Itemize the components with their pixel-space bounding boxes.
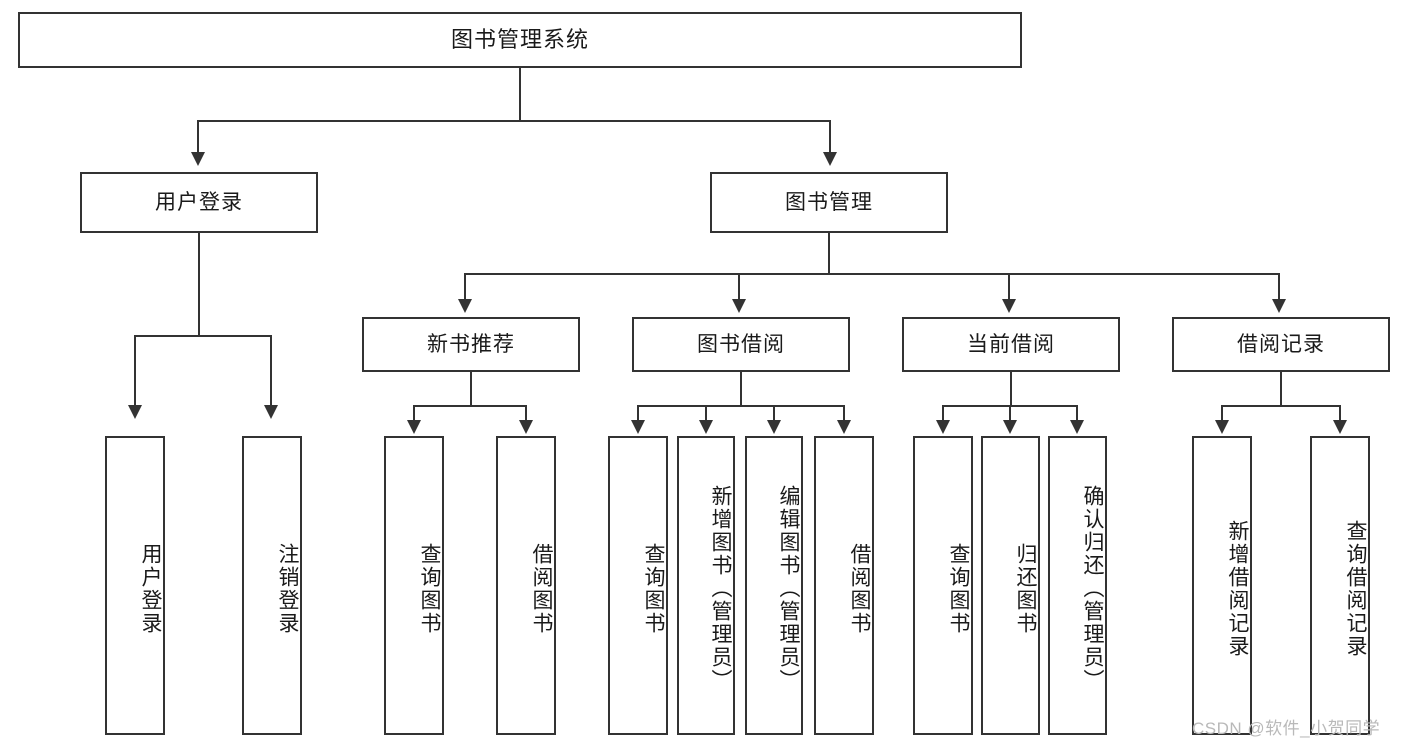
connector-book-borrow-stem: [740, 372, 742, 405]
connector-borrow-record-stem: [1280, 372, 1282, 405]
arrow-nbr-leaf-2: [519, 420, 533, 434]
node-label: 新增借阅记录: [1226, 519, 1249, 658]
node-label: 借阅记录: [1237, 332, 1325, 356]
connector-nbr-leaf-1: [413, 405, 415, 422]
connector-book-borrow-bus: [637, 405, 845, 407]
node-book-management[interactable]: 图书管理: [710, 172, 948, 233]
node-label: 查询借阅记录: [1344, 519, 1367, 658]
node-label: 图书借阅: [697, 332, 785, 356]
connector-user-login-stem: [198, 233, 200, 335]
node-label: 新书推荐: [427, 332, 515, 356]
leaf-bb-query-book[interactable]: 查询图书: [608, 436, 668, 735]
arrow-nbr-leaf-1: [407, 420, 421, 434]
arrow-br-leaf-2: [1333, 420, 1347, 434]
node-label: 图书管理系统: [450, 26, 589, 52]
connector-root-bus: [197, 120, 831, 122]
node-label: 新增图书（管理员）: [709, 485, 732, 692]
node-label: 用户登录: [155, 190, 243, 214]
connector-to-user-login: [197, 120, 199, 154]
arrow-br-leaf-1: [1215, 420, 1229, 434]
leaf-br-query-record[interactable]: 查询借阅记录: [1310, 436, 1370, 735]
connector-to-borrow-record: [1278, 273, 1280, 301]
arrow-user-login-leaf-2: [264, 405, 278, 419]
leaf-cb-confirm-return-admin[interactable]: 确认归还（管理员）: [1048, 436, 1107, 735]
connector-borrow-record-bus: [1221, 405, 1339, 407]
node-label: 当前借阅: [967, 332, 1055, 356]
connector-new-book-recommend-stem: [470, 372, 472, 405]
connector-book-management-stem: [828, 233, 830, 273]
arrow-bb-leaf-3: [767, 420, 781, 434]
leaf-nbr-borrow-book[interactable]: 借阅图书: [496, 436, 556, 735]
arrow-bb-leaf-2: [699, 420, 713, 434]
node-book-borrow[interactable]: 图书借阅: [632, 317, 850, 372]
node-label: 编辑图书（管理员）: [777, 485, 800, 692]
arrow-bb-leaf-4: [837, 420, 851, 434]
node-label: 确认归还（管理员）: [1081, 485, 1104, 692]
node-label: 注销登录: [276, 542, 299, 635]
leaf-cb-query-book[interactable]: 查询图书: [913, 436, 973, 735]
arrow-to-book-management: [823, 152, 837, 166]
connector-to-book-borrow: [738, 273, 740, 301]
connector-to-new-book-recommend: [464, 273, 466, 301]
leaf-bb-edit-book-admin[interactable]: 编辑图书（管理员）: [745, 436, 803, 735]
connector-to-book-management: [829, 120, 831, 154]
arrow-to-current-borrow: [1002, 299, 1016, 313]
node-borrow-record[interactable]: 借阅记录: [1172, 317, 1390, 372]
arrow-cb-leaf-1: [936, 420, 950, 434]
node-root-book-management-system[interactable]: 图书管理系统: [18, 12, 1022, 68]
connector-root-stem: [519, 68, 521, 120]
arrow-to-book-borrow: [732, 299, 746, 313]
connector-br-leaf-2: [1339, 405, 1341, 422]
leaf-user-login[interactable]: 用户登录: [105, 436, 165, 735]
arrow-to-user-login: [191, 152, 205, 166]
node-label: 图书管理: [785, 190, 873, 214]
connector-user-login-leaf-1: [134, 335, 136, 407]
connector-bb-leaf-1: [637, 405, 639, 422]
connector-br-leaf-1: [1221, 405, 1223, 422]
node-new-book-recommend[interactable]: 新书推荐: [362, 317, 580, 372]
node-label: 借阅图书: [848, 542, 871, 635]
connector-current-borrow-stem: [1010, 372, 1012, 405]
connector-bb-leaf-2: [705, 405, 707, 422]
connector-cb-leaf-2: [1009, 405, 1011, 422]
connector-bb-leaf-4: [843, 405, 845, 422]
leaf-bb-borrow-book[interactable]: 借阅图书: [814, 436, 874, 735]
leaf-br-add-record[interactable]: 新增借阅记录: [1192, 436, 1252, 735]
node-label: 用户登录: [139, 542, 162, 635]
arrow-cb-leaf-3: [1070, 420, 1084, 434]
connector-user-login-leaf-2: [270, 335, 272, 407]
leaf-logout[interactable]: 注销登录: [242, 436, 302, 735]
arrow-bb-leaf-1: [631, 420, 645, 434]
connector-nbr-leaf-2: [525, 405, 527, 422]
node-user-login[interactable]: 用户登录: [80, 172, 318, 233]
node-label: 归还图书: [1014, 542, 1037, 635]
node-label: 查询图书: [947, 542, 970, 635]
arrow-to-new-book-recommend: [458, 299, 472, 313]
node-current-borrow[interactable]: 当前借阅: [902, 317, 1120, 372]
connector-to-current-borrow: [1008, 273, 1010, 301]
leaf-cb-return-book[interactable]: 归还图书: [981, 436, 1040, 735]
arrow-to-borrow-record: [1272, 299, 1286, 313]
connector-new-book-recommend-bus: [413, 405, 527, 407]
connector-user-login-bus: [134, 335, 272, 337]
connector-book-management-bus: [464, 273, 1280, 275]
node-label: 借阅图书: [530, 542, 553, 635]
arrow-cb-leaf-2: [1003, 420, 1017, 434]
node-label: 查询图书: [418, 542, 441, 635]
leaf-nbr-query-book[interactable]: 查询图书: [384, 436, 444, 735]
arrow-user-login-leaf-1: [128, 405, 142, 419]
node-label: 查询图书: [642, 542, 665, 635]
connector-bb-leaf-3: [773, 405, 775, 422]
connector-cb-leaf-1: [942, 405, 944, 422]
leaf-bb-add-book-admin[interactable]: 新增图书（管理员）: [677, 436, 735, 735]
connector-cb-leaf-3: [1076, 405, 1078, 422]
